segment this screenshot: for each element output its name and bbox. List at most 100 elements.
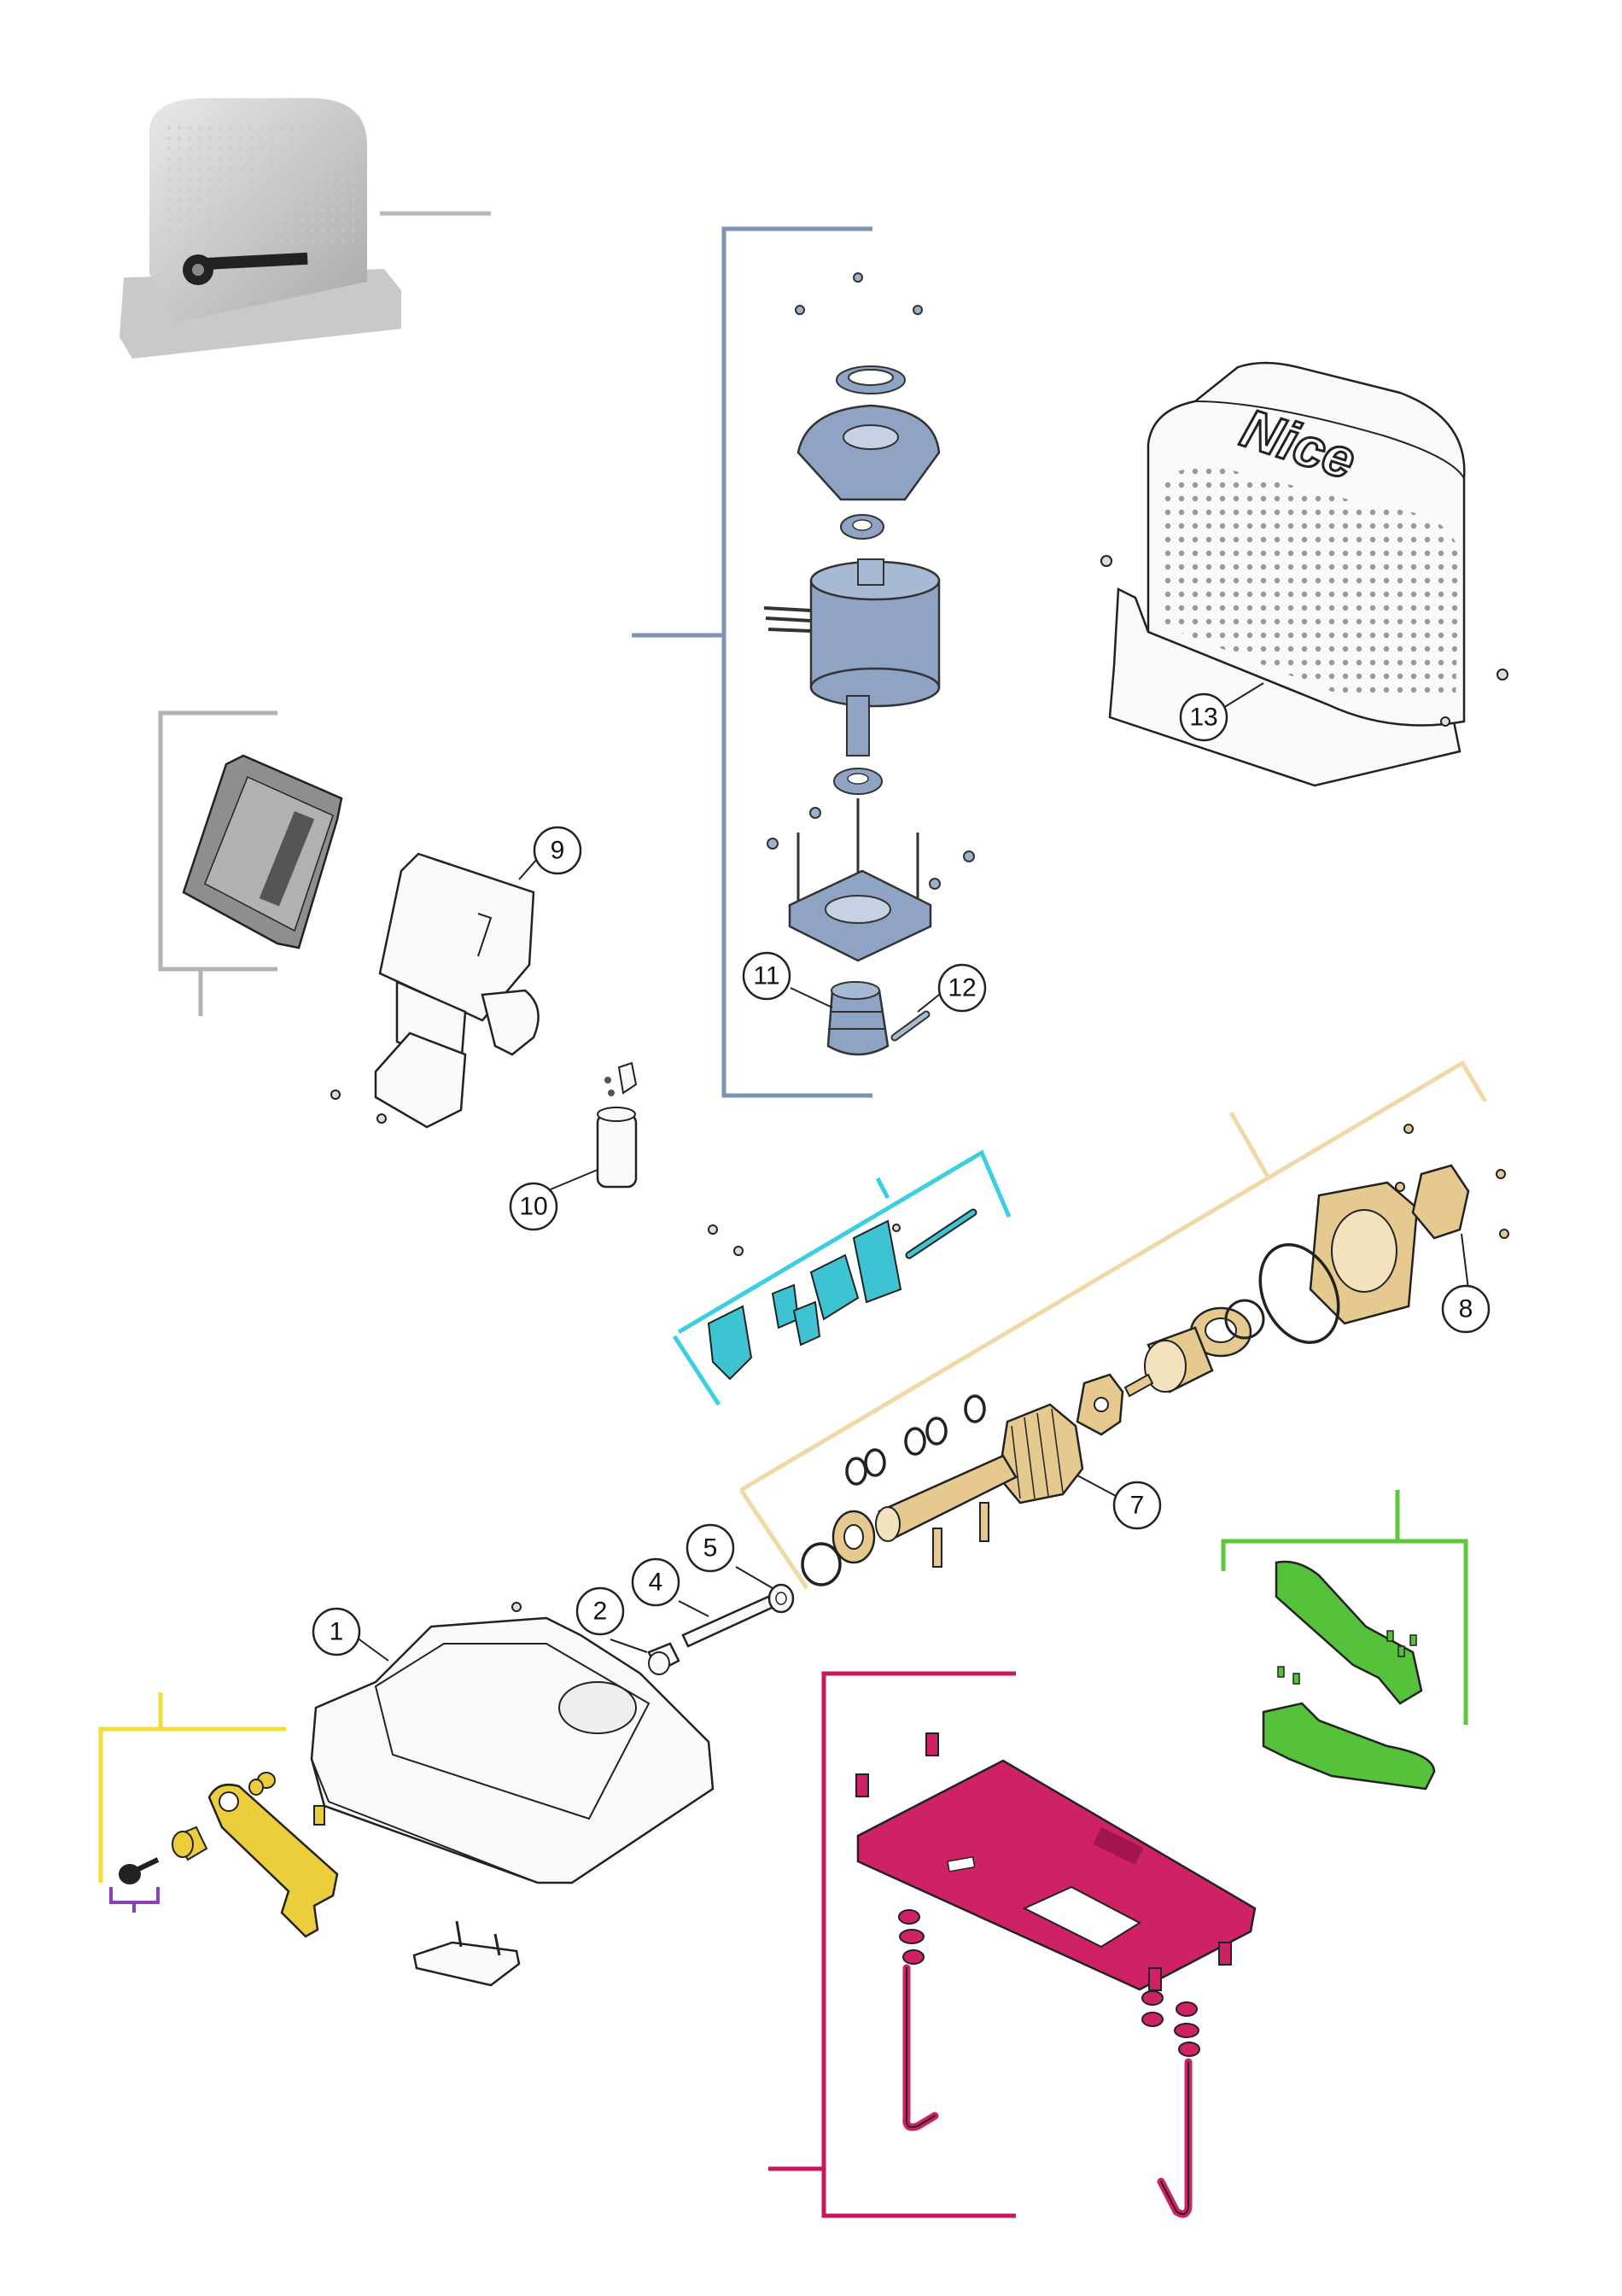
- gearbox-bushing-c-hole: [843, 1524, 864, 1550]
- key-head: [119, 1864, 141, 1884]
- capacitor-body: [596, 1113, 638, 1189]
- screw-icon: [1497, 669, 1508, 681]
- callout-circle-icon: 1: [312, 1607, 361, 1656]
- release-group: [98, 1692, 339, 1938]
- washer-icon: [1176, 2001, 1198, 2017]
- cover-screws: [1100, 555, 1508, 727]
- callouts: 1 2 4 5 7 8 9 10 11 12 13: [312, 692, 1491, 1656]
- limit-switch-part-a: [707, 1305, 753, 1381]
- gearbox-screws: [1395, 1124, 1509, 1239]
- control-board-terminal: [259, 811, 315, 907]
- callout-13-leader: [1218, 682, 1264, 711]
- foundation-bolts: [855, 1732, 1232, 1991]
- callout-label: 12: [948, 974, 976, 1002]
- capacitor-part: [546, 1061, 638, 1192]
- callout-12-leader: [917, 994, 940, 1013]
- callout-9-leader: [518, 857, 539, 880]
- washer-icon: [845, 1457, 867, 1486]
- callout-10-leader: [546, 1169, 598, 1192]
- gearbox-shaft-end: [875, 1506, 901, 1542]
- screw-icon: [1496, 1169, 1506, 1179]
- release-nut-b: [248, 1779, 264, 1796]
- gearbox-small-shaft: [1123, 1373, 1154, 1398]
- worm-screw: [826, 989, 890, 1056]
- callout-label: 1: [330, 1618, 344, 1646]
- callout-5-leader: [735, 1566, 773, 1589]
- screw-icon: [604, 1077, 611, 1084]
- callout-circle-icon: 4: [631, 1557, 680, 1607]
- screw-icon: [733, 1246, 744, 1256]
- board-holder-slot: [477, 913, 493, 957]
- gearbox-oring: [1258, 1243, 1340, 1344]
- board-holder-part: [330, 852, 540, 1129]
- limit-switch-screws: [708, 1224, 901, 1256]
- motor-group-bracket: [632, 226, 872, 1098]
- end-stop-pins: [1277, 1630, 1417, 1685]
- callout-circle-icon: 11: [742, 951, 791, 1001]
- washer-icon: [925, 1417, 948, 1446]
- motor-ring-hole: [848, 369, 894, 386]
- washer-icon: [902, 1949, 925, 1965]
- motor-lower-bearing-hole: [847, 773, 869, 785]
- screw-icon: [809, 807, 821, 819]
- gearbox-circlips: [845, 1394, 986, 1486]
- callout-label: 7: [1130, 1492, 1145, 1520]
- screw-icon: [608, 1090, 615, 1096]
- screw-icon: [963, 850, 975, 862]
- gearbox-washer-ring: [801, 1542, 842, 1586]
- callout-label: 13: [1189, 704, 1217, 732]
- washer-icon: [1141, 2012, 1164, 2027]
- gearbox-group: [738, 1060, 1509, 1590]
- gearbox-key-a: [932, 1528, 942, 1568]
- end-stop-upper: [1275, 1560, 1423, 1705]
- washer-icon: [864, 1448, 886, 1477]
- motor-upper-flange: [796, 404, 941, 501]
- callout-circle-icon: 13: [1179, 692, 1228, 742]
- motor-wires: [763, 606, 812, 633]
- screw-icon: [376, 1113, 387, 1124]
- screw-icon: [767, 838, 779, 850]
- washer-icon: [964, 1394, 986, 1423]
- key-group: [109, 1857, 160, 1913]
- gearbox-main-gear-teeth: [1011, 1408, 1064, 1499]
- callout-label: 10: [519, 1193, 547, 1221]
- cover-vent-grid: [1157, 465, 1460, 700]
- motor-side-screws: [767, 807, 975, 890]
- foundation-washers: [898, 1909, 1200, 2057]
- callout-label: 4: [649, 1569, 663, 1597]
- callout-circle-icon: 2: [575, 1586, 625, 1636]
- end-stop-lower: [1262, 1702, 1436, 1791]
- screw-icon: [925, 1732, 939, 1756]
- washer-icon: [1141, 1990, 1164, 2006]
- motor-upper-bearing-hole: [852, 519, 872, 531]
- anchor-rod-left: [902, 1964, 939, 2131]
- board-holder-screws: [330, 1090, 387, 1124]
- screw-icon: [511, 1602, 522, 1612]
- screw-icon: [1403, 1124, 1414, 1134]
- gearbox-sleeve-end: [1144, 1340, 1187, 1393]
- motor-flange-hub: [843, 424, 899, 450]
- screw-icon: [1440, 716, 1450, 727]
- limit-switch-part-e: [852, 1219, 902, 1304]
- base-housing-inner: [374, 1643, 651, 1820]
- callout-circle-icon: 10: [509, 1182, 558, 1231]
- motor-body-bottom: [809, 667, 941, 708]
- end-stops-bracket: [1221, 1490, 1468, 1725]
- screw-icon: [853, 272, 863, 283]
- cover-top-curve: [1194, 400, 1465, 479]
- control-board-bracket: [158, 710, 277, 1016]
- screw-icon: [929, 878, 941, 890]
- gearbox-bracket: [738, 1060, 1488, 1590]
- callout-label: 2: [593, 1598, 608, 1626]
- screw-icon: [892, 1224, 901, 1232]
- gearbox-pinion: [1411, 1164, 1470, 1240]
- callout-1-leader: [356, 1637, 389, 1662]
- capacitor-clip: [617, 1061, 638, 1095]
- screw-icon: [1148, 1967, 1162, 1991]
- shaft-4: [681, 1595, 775, 1648]
- screw-icon: [913, 305, 923, 315]
- motor-group: [632, 226, 975, 1098]
- release-lever: [207, 1783, 339, 1938]
- release-bracket: [98, 1692, 286, 1883]
